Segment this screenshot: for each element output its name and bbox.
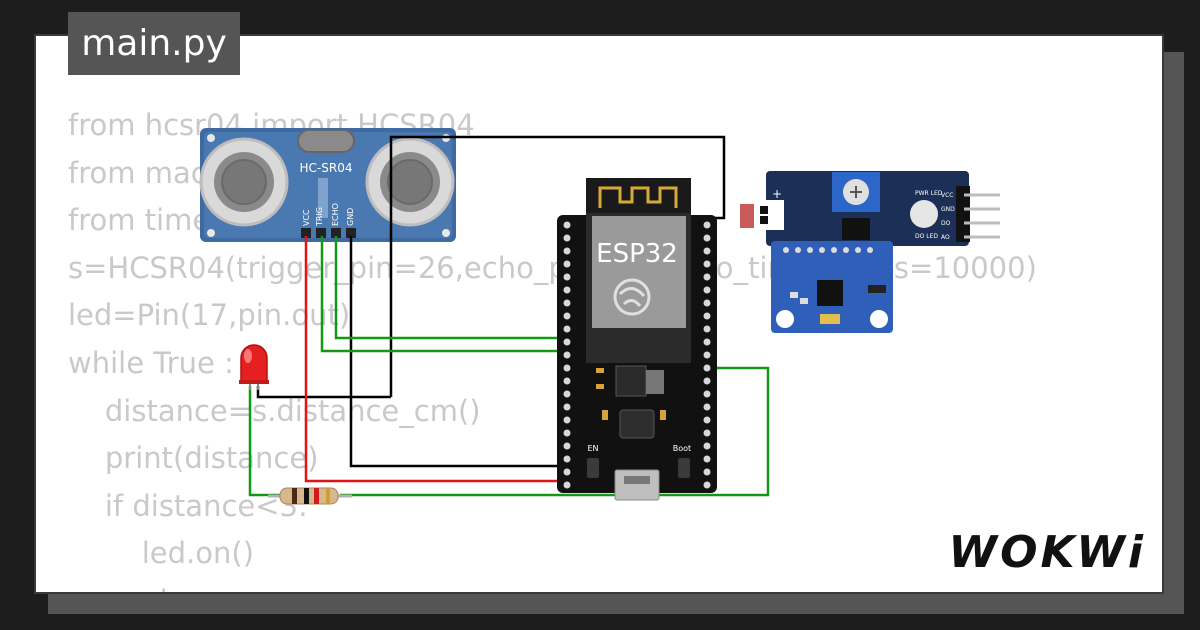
boot-button-label: Boot bbox=[673, 444, 691, 453]
esp32-pins-right bbox=[703, 221, 711, 489]
code-line: led=Pin(17,pin.out) bbox=[68, 298, 351, 333]
code-line: while True : bbox=[68, 345, 234, 380]
ultrasonic-sensor[interactable]: HC-SR04 VCC TRIG ECHO GND bbox=[199, 128, 456, 242]
imu-module[interactable] bbox=[771, 241, 893, 333]
ultrasonic-label: HC-SR04 bbox=[300, 161, 353, 175]
code-line: print(distance) bbox=[68, 441, 319, 476]
red-led[interactable] bbox=[239, 344, 269, 390]
sensor-pin-ao: AO bbox=[941, 234, 950, 241]
esp32-board[interactable]: ESP32 EN bbox=[557, 178, 717, 501]
svg-text:+: + bbox=[772, 187, 782, 201]
code-line: distance=s.distance_cm() bbox=[68, 393, 481, 428]
sensor-pin-vcc: VCC bbox=[941, 192, 953, 199]
sensor-pin-do: DO bbox=[941, 220, 951, 227]
pin-label-gnd: GND bbox=[346, 208, 355, 226]
do-led-label: DO LED bbox=[915, 233, 938, 240]
resistor[interactable] bbox=[268, 487, 352, 505]
wokwi-logo: WOKWi bbox=[948, 527, 1146, 578]
en-button-label: EN bbox=[587, 444, 598, 453]
esp32-pins-left bbox=[563, 221, 571, 489]
pin-label-echo: ECHO bbox=[331, 203, 340, 226]
pin-label-vcc: VCC bbox=[302, 209, 311, 226]
sensor-pin-gnd: GND bbox=[941, 206, 955, 213]
sensor-module[interactable]: + PWR LED DO LED VCC GND DO AO bbox=[740, 171, 1000, 246]
esp32-label: ESP32 bbox=[596, 239, 678, 269]
pin-label-trig: TRIG bbox=[315, 207, 324, 227]
file-tab[interactable]: main.py bbox=[68, 12, 240, 75]
pwr-led-label: PWR LED bbox=[915, 190, 943, 197]
code-line: else: bbox=[68, 578, 1037, 592]
code-line: led.on() bbox=[68, 536, 255, 571]
